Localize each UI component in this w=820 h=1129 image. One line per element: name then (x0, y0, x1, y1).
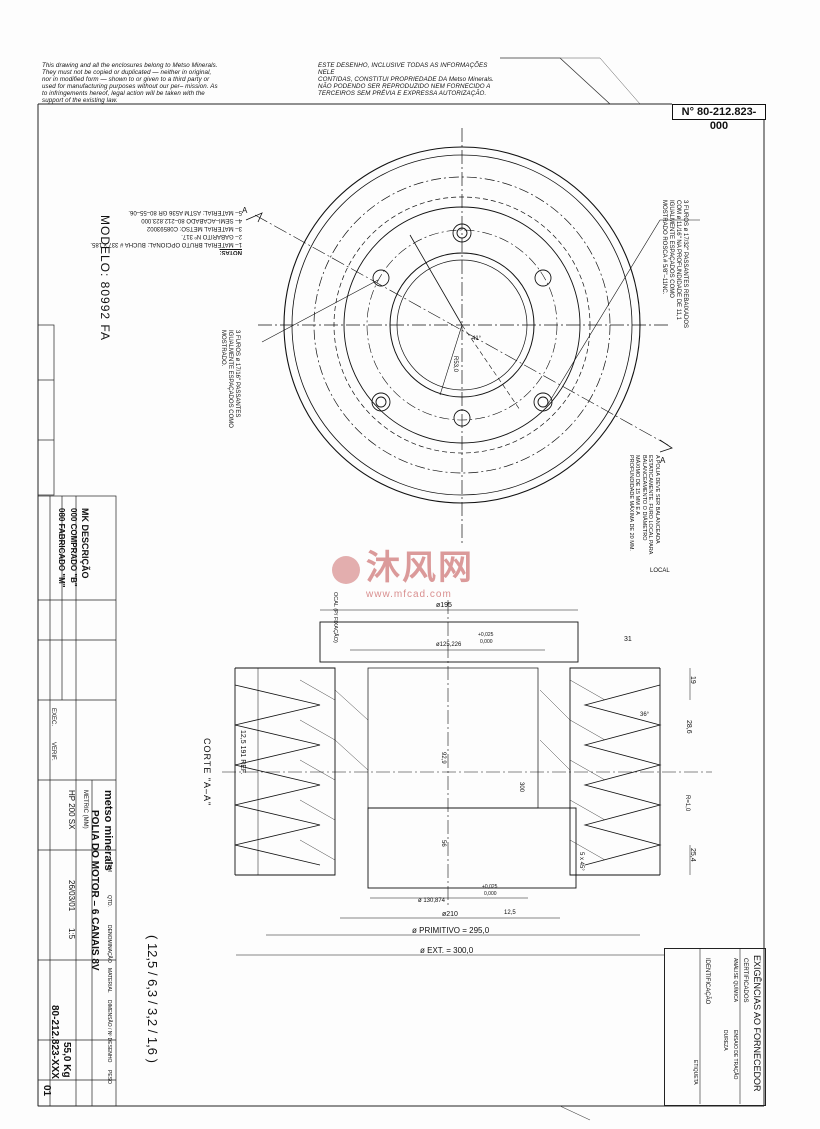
notice-en-line: used for manufacturing purposes without … (42, 83, 218, 90)
copyright-notice-portuguese: ESTE DESENHO, INCLUSIVE TODAS AS INFORMA… (318, 62, 498, 97)
section-view (222, 600, 712, 956)
note-item: 5– MATERIAL: ASTM A536 GR 80–55–06. (128, 209, 242, 215)
note-item: 4– SEMI–ACABADO 80–212.823.000 (141, 217, 242, 223)
title-block-grid (37, 324, 117, 1107)
model-label: MODELO: 80992 FA (98, 215, 112, 342)
revision-row-fabricado: 080 FABRICADO "M" (57, 508, 66, 588)
section-label: CORTE "A–A" (202, 738, 212, 807)
note-item: 2– GABARITO Nº 317. (181, 233, 242, 239)
dim-tol2-bot: 0,000 (484, 891, 497, 897)
col-peso: PESO (106, 1070, 112, 1084)
callout-threaded-holes: 3 FUROS ø 17/32" PASSANTES REBAIXADOS CO… (661, 200, 688, 329)
col-material: MATERIAL (106, 968, 112, 993)
dim-12-5: 12,5 (504, 910, 516, 916)
supplier-tracao: ENSAIO DE TRAÇÃO (732, 1030, 738, 1080)
notes-block: NOTAS: 1– MATERIAL BRUTO OPCIONAL: BUCHA… (90, 208, 242, 256)
dim-radius: R53,0 (452, 356, 458, 373)
dim-19: 19 (689, 676, 696, 684)
notice-pt-line: ESTE DESENHO, INCLUSIVE TODAS AS INFORMA… (318, 62, 488, 76)
drawing-scale: 1:5 (67, 928, 76, 940)
dim-25-4: 25,4 (689, 848, 696, 862)
callout-through-holes: 3 FUROS ø 17/16" PASSANTES IGUALMENTE ES… (220, 330, 240, 428)
sheet-number: 01 (41, 1085, 52, 1097)
supplier-analise: ANÁLISE QUÍMICA (732, 958, 738, 1002)
supplier-identificacao: IDENTIFICAÇÃO (704, 958, 710, 1005)
dim-r1: R=1,0 (684, 795, 690, 812)
metric-label: METRIC (MM) (82, 790, 88, 829)
notice-en-line: support of the existing law. (42, 97, 118, 104)
notice-en-line: They must not be copied or duplicated — … (42, 69, 212, 76)
col-dimensao: DIMENSÃO / Nº DESENHO (106, 1000, 112, 1063)
callout-local: LOCAL (650, 568, 670, 574)
col-item: ITEM (106, 860, 112, 872)
title-exec: EXEC. (50, 708, 56, 727)
col-denominacao: DENOMINAÇÃO (106, 925, 112, 963)
part-weight: 55,0 Kg (61, 1042, 72, 1078)
copyright-notice-english: This drawing and all the enclosures belo… (42, 62, 312, 104)
watermark: 沐风网 www.mfcad.com (332, 540, 512, 600)
watermark-url: www.mfcad.com (366, 589, 452, 600)
dim-primitivo: ø PRIMITIVO = 295,0 (412, 926, 490, 935)
dim-d195: ø195 (436, 602, 452, 609)
dim-31: 31 (624, 636, 632, 643)
dim-28-6: 28,6 (685, 720, 692, 734)
drawing-number-top: N° 80-212.823-000 (672, 104, 766, 132)
col-qty: QTD. (106, 895, 112, 907)
dim-d130: ø 130,874 (418, 898, 446, 904)
drawing-number: 80-212.823-XXX (49, 1005, 60, 1079)
notice-en-line: This drawing and all the enclosures belo… (42, 62, 218, 69)
supplier-requirements-box (664, 948, 766, 1106)
revision-header: MK DESCRIÇÃO (80, 508, 90, 579)
section-marker-a-bottom: A (660, 456, 666, 465)
supplier-etiqueta: ETIQUETA (692, 1060, 698, 1085)
dim-d210: ø210 (442, 911, 458, 918)
drawing-date: 26/03/01 (67, 880, 76, 912)
supplier-certificados: CERTIFICADOS (742, 958, 748, 1003)
dim-d125: ø125,226 (436, 642, 462, 648)
title-verif: VERIF. (50, 742, 56, 761)
roughness-symbols: ( 12,5 / 6,3 / 3,2 / 1,6 ) (145, 935, 160, 1063)
watermark-brand: 沐风网 (366, 548, 474, 588)
notice-en-line: to infringements hereof, legal action wi… (42, 90, 205, 97)
dim-300: 300 (518, 782, 524, 793)
part-name: POLIA DO MOTOR – 6 CANAIS 8V (89, 810, 100, 971)
notes-title: NOTAS: (219, 249, 242, 255)
dim-angle-41: 41° (472, 336, 482, 342)
dim-tol2-top: +0,025 (482, 884, 498, 890)
material-code: HP 200 SX (67, 790, 76, 830)
dim-56: 56 (440, 840, 446, 847)
note-item: 3– MATERIAL METSO: C08593002 (146, 225, 242, 231)
supplier-title: EXIGÊNCIAS AO FORNECEDOR (752, 955, 762, 1092)
section-marker-a-top: A (242, 206, 248, 215)
dim-ref: 12,5 191 REF. (239, 730, 246, 775)
watermark-logo-icon (332, 556, 360, 584)
front-view (245, 128, 700, 545)
company-logo: metso minerals (102, 790, 114, 871)
note-item: 1– MATERIAL BRUTO OPCIONAL: BUCHA # 337 … (90, 241, 242, 247)
dim-5x45: 5 x 45° (578, 852, 584, 871)
dim-tol-bot: 0,000 (480, 639, 493, 645)
dim-92-9: 92,9 (440, 752, 446, 764)
dim-ext: ø EXT. = 300,0 (420, 946, 474, 955)
notice-pt-line: TERCEIROS SEM PRÉVIA E EXPRESSA AUTORIZA… (318, 90, 487, 97)
notice-pt-line: CONTIDAS, CONSTITUI PROPRIEDADE DA Metso… (318, 76, 494, 83)
dim-tol-top: +0,025 (478, 632, 494, 638)
revision-row-comprado: 000 COMPRADO "B" (69, 508, 78, 587)
notice-en-line: nor in modified form — shown to or given… (42, 76, 210, 83)
dim-36: 36° (640, 712, 650, 718)
callout-balance-note: A POLIA DEVE SER BALANCEADA ESTATICAMENT… (628, 455, 660, 555)
notice-pt-line: NÃO PODENDO SER REPRODUZIDO NEM FORNECID… (318, 83, 491, 90)
supplier-dureza: DUREZA (722, 1030, 728, 1051)
